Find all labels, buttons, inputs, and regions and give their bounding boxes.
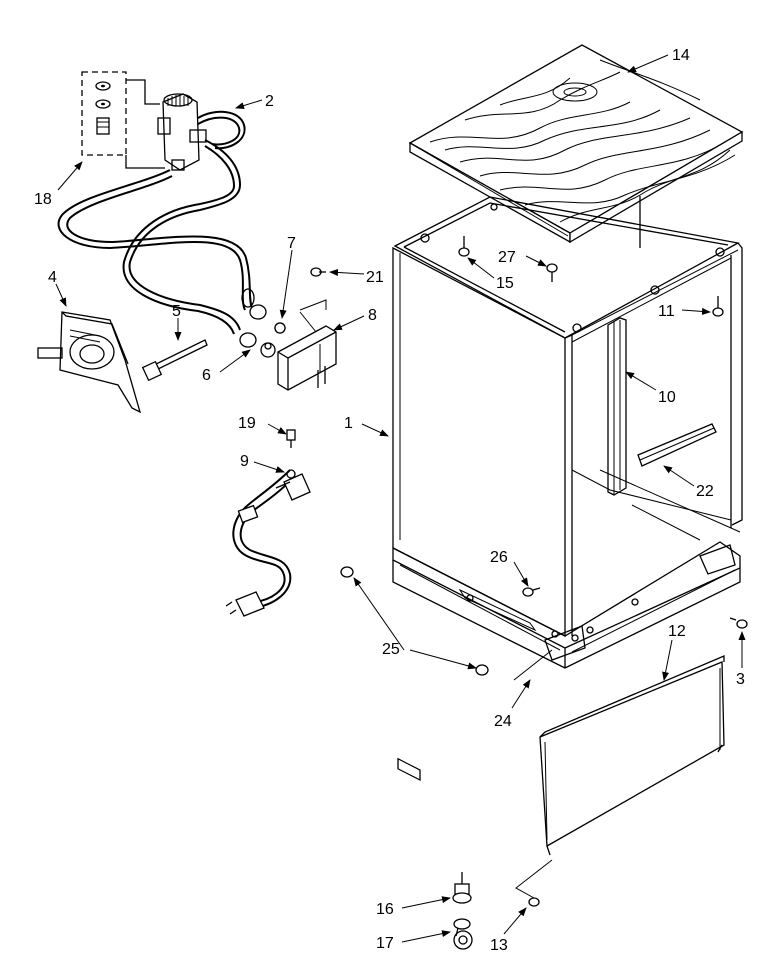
callout-labels: 14 2 18 4 5 6 7 8 21 1 19 9 15 27 11 10 … xyxy=(34,47,745,954)
callout-24: 24 xyxy=(494,713,512,730)
callout-6: 6 xyxy=(202,367,211,384)
callout-3: 3 xyxy=(736,671,745,688)
callout-2: 2 xyxy=(265,93,274,110)
fasteners xyxy=(274,236,748,950)
callout-25: 26 xyxy=(490,549,508,566)
callout-21: 21 xyxy=(366,269,384,286)
callout-13: 13 xyxy=(490,937,508,954)
wood-top-panel xyxy=(408,44,744,244)
washer-kit-group xyxy=(81,71,165,169)
callout-1: 1 xyxy=(344,415,353,432)
callout-19: 19 xyxy=(238,415,256,432)
callout-5: 5 xyxy=(172,303,181,320)
callout-18: 18 xyxy=(34,191,52,208)
callout-11: 11 xyxy=(658,303,675,320)
callout-12: 12 xyxy=(668,623,686,640)
cable-tie xyxy=(141,339,208,382)
leader-lines xyxy=(55,54,746,943)
horizontal-bracket xyxy=(637,423,717,467)
callout-8: 8 xyxy=(368,307,377,324)
water-valve-assembly xyxy=(57,93,286,358)
callout-4: 4 xyxy=(48,269,57,286)
toe-kick-panel xyxy=(539,655,725,856)
callout-16: 16 xyxy=(376,901,394,918)
callout-10: 10 xyxy=(658,389,676,406)
callout-14: 14 xyxy=(672,47,690,64)
callout-27: 27 xyxy=(498,249,516,266)
junction-box xyxy=(277,299,337,391)
callout-26: 25 xyxy=(382,641,400,658)
power-cord xyxy=(225,469,311,617)
callout-15: 15 xyxy=(496,275,514,292)
cabinet-frame xyxy=(392,196,743,781)
vertical-channel xyxy=(607,317,627,496)
callout-17: 17 xyxy=(376,935,394,952)
callout-22: 22 xyxy=(696,483,714,500)
callout-7: 7 xyxy=(287,235,296,252)
callout-9: 9 xyxy=(240,453,249,470)
mounting-bracket xyxy=(37,311,142,414)
